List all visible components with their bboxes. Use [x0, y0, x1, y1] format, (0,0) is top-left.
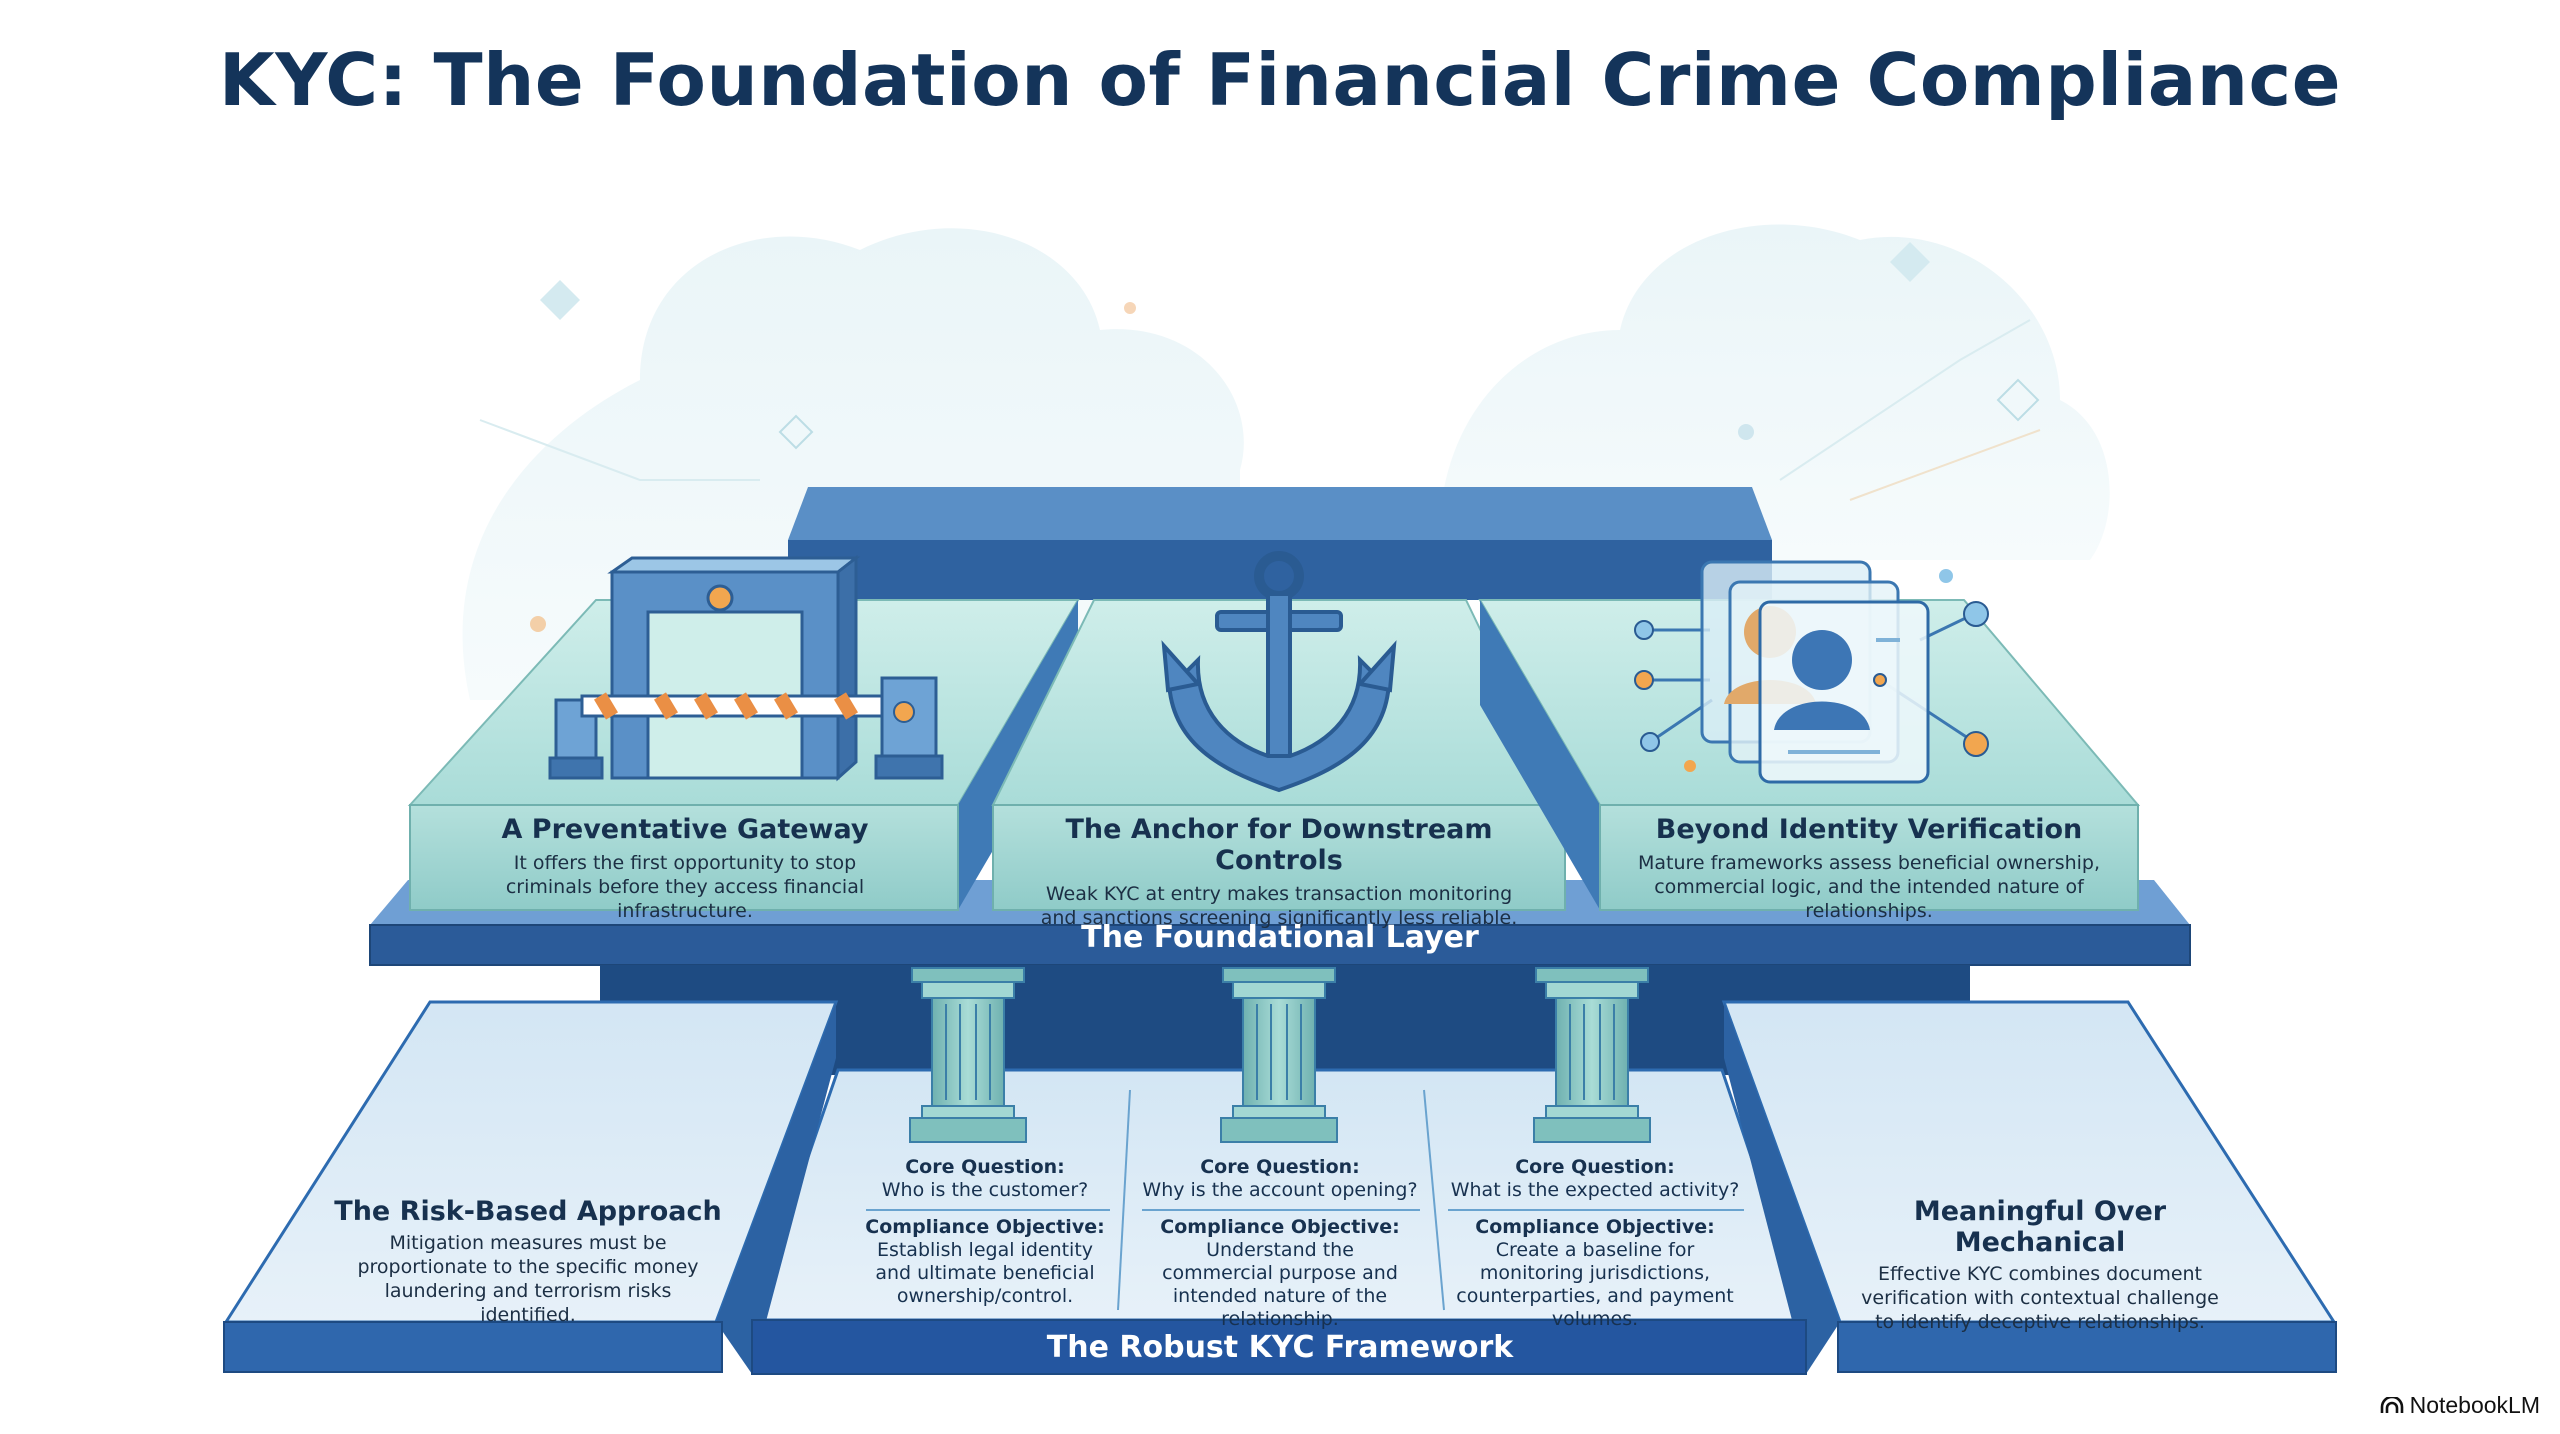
pillar-1-objective: Establish legal identity and ultimate be… — [875, 1239, 1095, 1307]
gateway-barrier-icon — [548, 554, 944, 782]
meaningful-panel-text: Meaningful Over Mechanical Effective KYC… — [1838, 1196, 2242, 1334]
pillar-3-text: Core Question: What is the expected acti… — [1440, 1156, 1750, 1331]
pillar-1 — [909, 967, 1027, 1143]
page-title: KYC: The Foundation of Financial Crime C… — [218, 38, 2342, 122]
framework-label: The Robust KYC Framework — [1046, 1330, 1514, 1365]
foundational-layer-label: The Foundational Layer — [1081, 920, 1479, 955]
meaningful-description: Effective KYC combines document verifica… — [1861, 1263, 2219, 1333]
diamond-icon — [778, 414, 814, 450]
pillar-2-text: Core Question: Why is the account openin… — [1140, 1156, 1420, 1331]
gateway-card-title: A Preventative Gateway — [501, 814, 869, 845]
anchor-card-text: The Anchor for Downstream Controls Weak … — [1003, 814, 1555, 930]
pillar-3-question: What is the expected activity? — [1450, 1179, 1740, 1201]
pillar-1-objective-label: Compliance Objective: — [865, 1216, 1105, 1238]
diamond-icon — [1890, 242, 1930, 282]
risk-based-description: Mitigation measures must be proportionat… — [357, 1232, 699, 1326]
pillar-2-objective: Understand the commercial purpose and in… — [1162, 1239, 1398, 1330]
risk-based-panel-text: The Risk-Based Approach Mitigation measu… — [330, 1196, 726, 1327]
pillar-2-question-label: Core Question: — [1200, 1156, 1360, 1178]
notebooklm-logo-icon — [2380, 1396, 2403, 1413]
identity-card-title: Beyond Identity Verification — [1655, 814, 2083, 845]
foundation-back-slab — [788, 487, 1772, 600]
anchor-icon — [1161, 551, 1397, 793]
pillar-2-question: Why is the account opening? — [1142, 1179, 1418, 1201]
pillar-1-question: Who is the customer? — [881, 1179, 1089, 1201]
brand-mark: NotebookLM — [2380, 1392, 2540, 1419]
pillar-2-objective-label: Compliance Objective: — [1160, 1216, 1400, 1238]
diamond-icon — [1996, 378, 2040, 422]
risk-based-title: The Risk-Based Approach — [334, 1196, 722, 1227]
identity-card-text: Beyond Identity Verification Mature fram… — [1606, 814, 2132, 923]
pillar-1-text: Core Question: Who is the customer? Comp… — [846, 1156, 1124, 1308]
pillar-3-objective-label: Compliance Objective: — [1475, 1216, 1715, 1238]
meaningful-title: Meaningful Over Mechanical — [1913, 1196, 2167, 1258]
anchor-card-title: The Anchor for Downstream Controls — [1065, 814, 1493, 876]
identity-profile-network-icon — [1634, 560, 1989, 784]
diamond-icon — [540, 280, 580, 320]
pillar-3-question-label: Core Question: — [1515, 1156, 1675, 1178]
identity-card-description: Mature frameworks assess beneficial owne… — [1637, 852, 2101, 922]
pillar-3-objective: Create a baseline for monitoring jurisdi… — [1456, 1239, 1734, 1330]
pillar-3 — [1533, 967, 1651, 1143]
anchor-card-description: Weak KYC at entry makes transaction moni… — [1040, 883, 1518, 929]
pillar-2 — [1220, 967, 1338, 1143]
gateway-card-description: It offers the first opportunity to stop … — [505, 852, 865, 922]
brand-label: NotebookLM — [2409, 1392, 2540, 1418]
pillar-1-question-label: Core Question: — [905, 1156, 1065, 1178]
gateway-card-text: A Preventative Gateway It offers the fir… — [420, 814, 950, 923]
